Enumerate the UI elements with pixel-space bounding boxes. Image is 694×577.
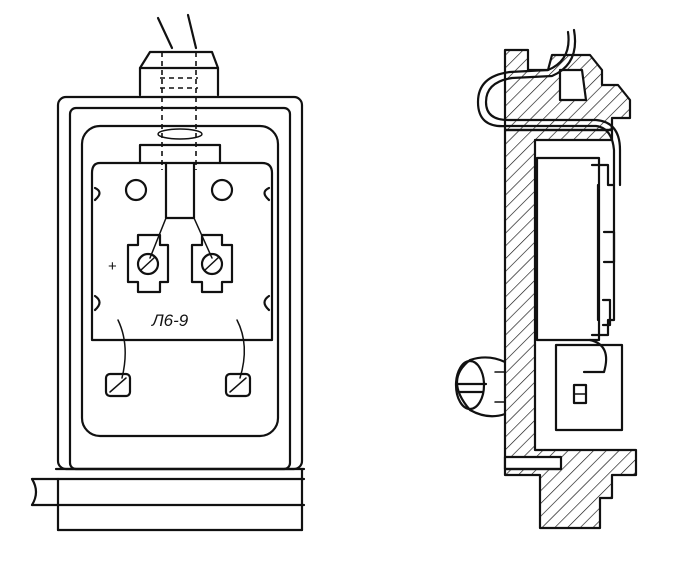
side-screw <box>454 356 507 418</box>
cable-gland <box>138 50 220 170</box>
lead-wires <box>117 319 246 379</box>
housing-section <box>503 128 638 530</box>
wire-loop <box>157 128 203 140</box>
lower-cavity <box>554 343 624 432</box>
screw-right <box>224 372 252 398</box>
relay-plate <box>90 161 274 342</box>
terminal-positive <box>126 233 170 294</box>
relay-cavity <box>535 156 601 342</box>
relay-body <box>590 163 616 337</box>
wire-channel <box>149 161 213 259</box>
screw-left <box>104 372 132 398</box>
wire-section <box>476 28 622 187</box>
mounting-base <box>30 467 306 532</box>
terminal-negative <box>190 233 234 294</box>
cable-wires <box>156 13 198 50</box>
relay-label: Л6-9 <box>151 311 189 330</box>
housing-frame <box>56 95 304 471</box>
mount-hole-left <box>124 178 148 202</box>
mount-hole-right <box>210 178 234 202</box>
relay-top-tab <box>138 143 222 165</box>
polarity-mark: + <box>108 258 117 275</box>
base-slot <box>503 455 563 471</box>
section-view <box>454 28 638 530</box>
front-view: + Л6-9 <box>30 13 306 532</box>
